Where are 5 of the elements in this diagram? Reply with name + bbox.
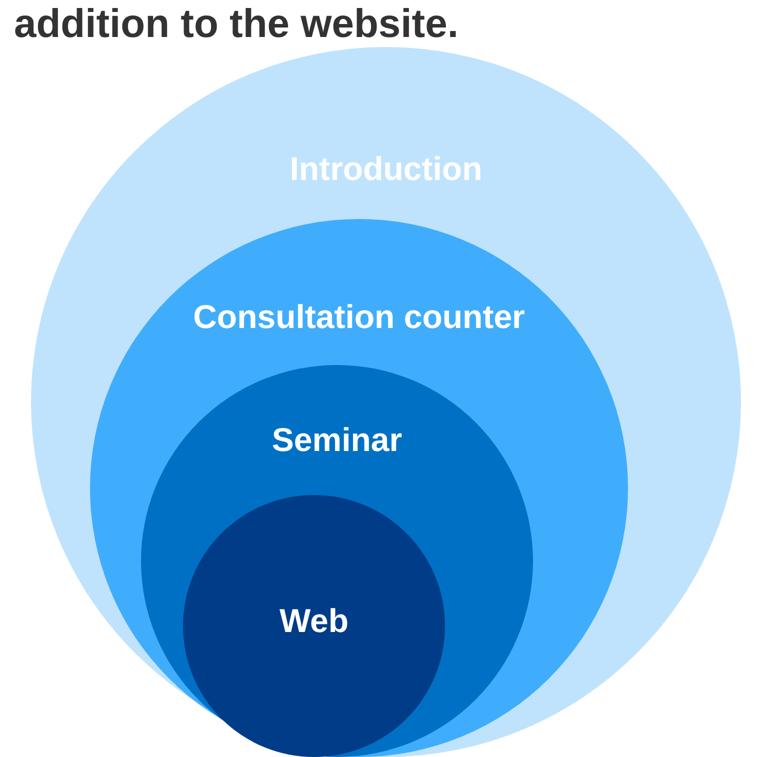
circle-label: Introduction [290,150,482,188]
circle-label: Web [279,602,349,640]
heading: addition to the website. [14,2,458,47]
circle-label: Consultation counter [193,298,525,336]
circle-label: Seminar [272,421,402,459]
